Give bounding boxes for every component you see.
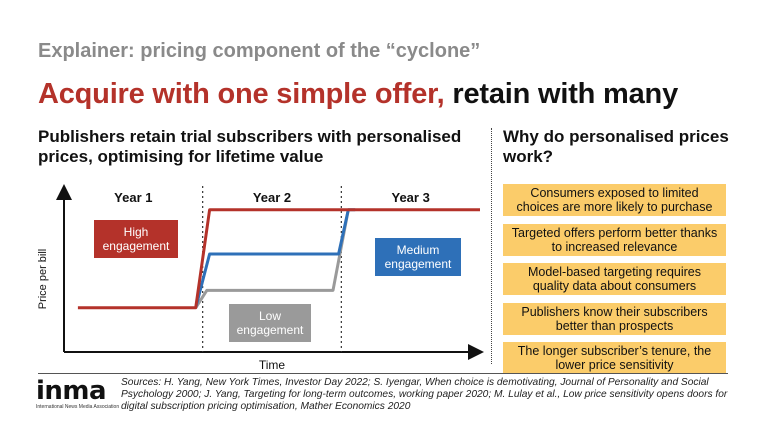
y-axis-label: Price per bill bbox=[37, 249, 49, 310]
reason-item: Consumers exposed to limited choices are… bbox=[503, 184, 726, 216]
year-label: Year 2 bbox=[253, 190, 291, 205]
series-label-box bbox=[375, 238, 461, 276]
series-line bbox=[194, 208, 356, 309]
left-subtitle: Publishers retain trial subscribers with… bbox=[38, 127, 462, 166]
column-divider bbox=[491, 128, 492, 364]
logo-word: inma bbox=[36, 376, 107, 406]
right-subtitle: Why do personalised prices work? bbox=[503, 127, 729, 166]
series-label-text: Medium bbox=[397, 243, 440, 257]
headline-black: retain with many bbox=[444, 78, 679, 110]
series-line bbox=[77, 208, 480, 310]
x-axis-label: Time bbox=[259, 358, 286, 372]
series-label-box bbox=[229, 304, 311, 342]
footer-rule bbox=[38, 373, 728, 374]
series-label-box bbox=[94, 220, 178, 258]
year-label: Year 3 bbox=[392, 190, 430, 205]
reason-item: The longer subscriber’s tenure, the lowe… bbox=[503, 342, 726, 374]
logo-subtitle: International News Media Association bbox=[36, 404, 120, 410]
year-label: Year 1 bbox=[114, 190, 152, 205]
series-label-text: engagement bbox=[385, 257, 452, 271]
headline-red: Acquire with one simple offer, bbox=[38, 78, 445, 110]
reasons-list: Consumers exposed to limited choices are… bbox=[503, 184, 726, 382]
series-label-text: High bbox=[124, 225, 149, 239]
inma-logo: inma International News Media Associatio… bbox=[36, 376, 120, 410]
pricing-chart: Year 1 Year 2 Year 3 Time Price per bill High… bbox=[37, 184, 484, 372]
series-label-text: engagement bbox=[237, 323, 304, 337]
headline: Acquire with one simple offer, retain wi… bbox=[38, 78, 678, 111]
kicker-title: Explainer: pricing component of the “cyc… bbox=[38, 40, 481, 62]
reason-item: Publishers know their subscribers better… bbox=[503, 302, 726, 335]
reason-item: Model-based targeting requires quality d… bbox=[503, 263, 726, 295]
reason-item: Targeted offers perform better thanks to… bbox=[503, 223, 726, 256]
series-line bbox=[194, 209, 350, 309]
sources-text: Sources: H. Yang, New York Times, Invest… bbox=[121, 377, 728, 412]
series-label-text: engagement bbox=[103, 239, 170, 253]
series-label-text: Low bbox=[259, 309, 281, 323]
